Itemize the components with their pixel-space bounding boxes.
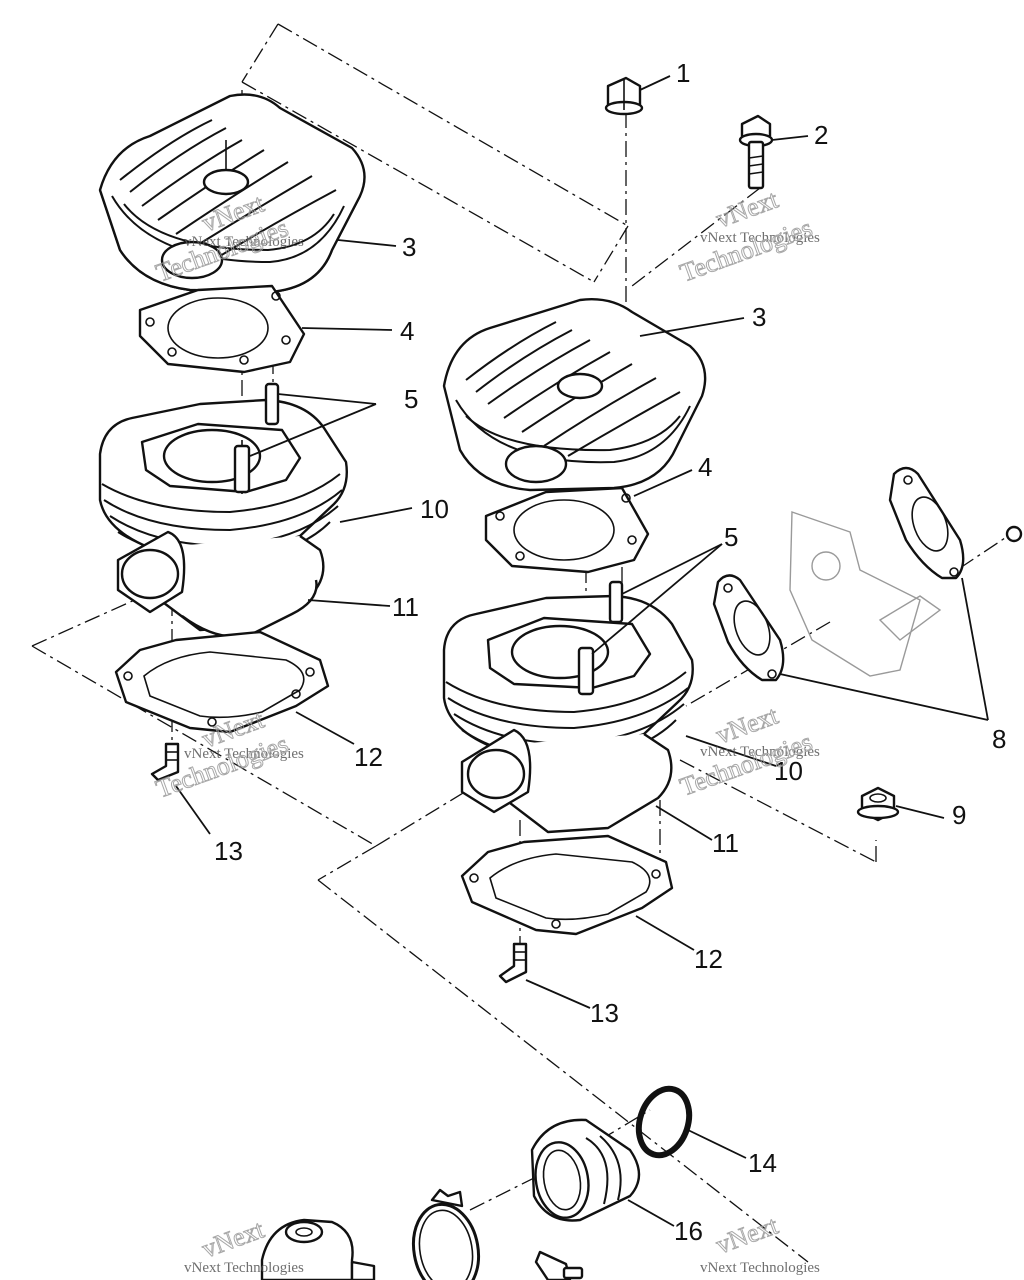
cylinder-head-right [442, 298, 707, 492]
pump-top [260, 1218, 376, 1280]
callout-8: 8 [992, 724, 1006, 754]
hose-clamp [411, 1188, 481, 1280]
bolt-2 [738, 114, 774, 190]
exhaust-gasket-upper [888, 466, 965, 580]
callout-10-right: 10 [774, 756, 803, 786]
exhaust-gasket-lower [712, 574, 785, 682]
callout-12-left: 12 [354, 742, 383, 772]
base-gasket-right [460, 834, 674, 936]
callout-2: 2 [814, 120, 828, 150]
callout-5-left: 5 [404, 384, 418, 414]
watermark-line: vNext Technologies [700, 230, 820, 246]
cylinder-head-left [98, 93, 366, 294]
callout-1: 1 [676, 58, 690, 88]
watermark-brand: vNext [712, 1210, 782, 1259]
callout-5-right: 5 [724, 522, 738, 552]
head-gasket-right [484, 486, 650, 574]
exhaust-manifold-ghost [789, 511, 942, 677]
cylinder-right [442, 580, 694, 834]
head-fins-left [119, 119, 337, 257]
watermark-line: vNext Technologies [184, 234, 304, 250]
callout-numbers: 1 2 3 3 4 4 5 5 8 9 10 10 11 11 12 12 13… [214, 58, 1006, 1246]
elbow-fitting-right [498, 942, 528, 984]
head-gasket-left [138, 284, 306, 374]
elbow-fitting-left [150, 742, 180, 782]
flange-nut-top [604, 76, 644, 116]
callout-13-left: 13 [214, 836, 243, 866]
callout-3-left: 3 [402, 232, 416, 262]
callout-11-right: 11 [712, 828, 739, 858]
callout-9: 9 [952, 800, 966, 830]
watermark-brand: vNext [198, 1214, 268, 1263]
callout-13-right: 13 [590, 998, 619, 1028]
clamp-bolt [534, 1250, 584, 1280]
callout-16: 16 [674, 1216, 703, 1246]
callout-4-right: 4 [698, 452, 712, 482]
cylinder-left [98, 382, 348, 638]
callout-3-right: 3 [752, 302, 766, 332]
small-nut-right-edge [1005, 525, 1023, 543]
callout-14: 14 [748, 1148, 777, 1178]
o-ring-14 [635, 1085, 693, 1159]
watermark-line: vNext Technologies [184, 746, 304, 762]
callout-4-left: 4 [400, 316, 414, 346]
leader-lines [175, 75, 989, 1227]
base-gasket-left [114, 630, 330, 734]
watermark-line: vNext Technologies [700, 1260, 820, 1276]
watermark-line: vNext Technologies [700, 744, 820, 760]
watermark-line: vNext Technologies [184, 1260, 304, 1276]
flange-nut-9 [856, 786, 900, 822]
intake-boot-16 [530, 1118, 641, 1222]
callout-12-right: 12 [694, 944, 723, 974]
callout-10-left: 10 [420, 494, 449, 524]
callout-11-left: 11 [392, 592, 419, 622]
